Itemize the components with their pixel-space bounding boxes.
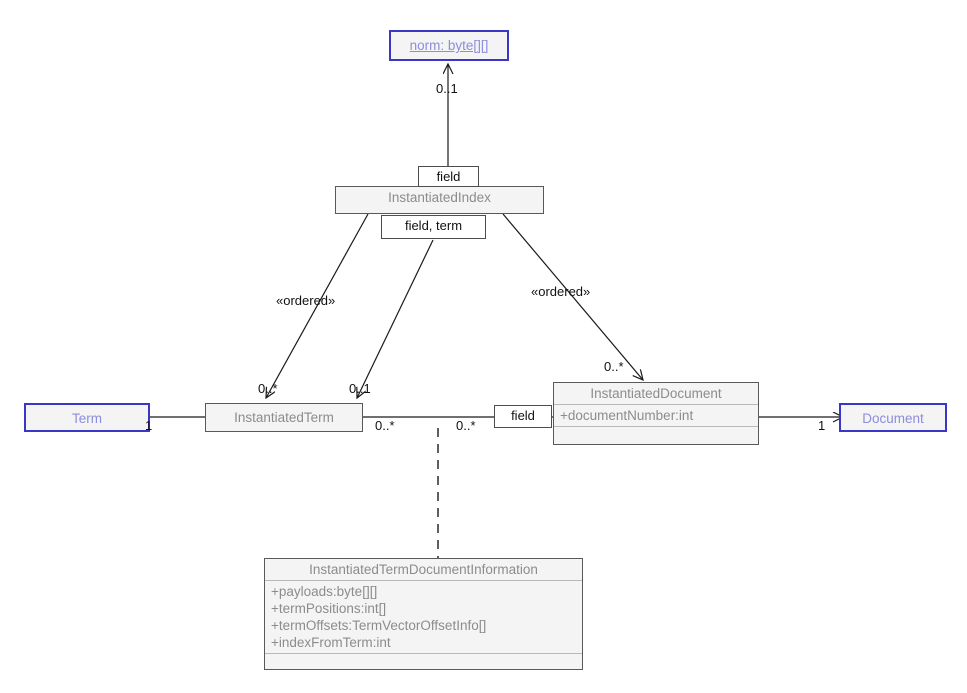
attribute-payloads: +payloads:byte[][] — [271, 584, 378, 599]
multiplicity-assoc-instantiateddocument: 0..* — [456, 418, 476, 433]
class-box-instantiated-index[interactable]: InstantiatedIndex — [335, 186, 544, 214]
class-box-document[interactable]: Document — [839, 403, 947, 432]
edge-index-to-instantiateddocument-ordered — [502, 213, 643, 380]
class-name-instantiated-index: InstantiatedIndex — [388, 190, 491, 205]
multiplicity-norm: 0..1 — [436, 81, 458, 96]
class-operations-instantiated-term-document-information — [265, 654, 582, 666]
attribute-term-offsets: +termOffsets:TermVectorOffsetInfo[] — [271, 618, 487, 633]
class-box-instantiated-document[interactable]: InstantiatedDocument +documentNumber:int — [553, 382, 759, 445]
multiplicity-index-instantiatedterm-qualified: 0..1 — [349, 381, 371, 396]
multiplicity-instantiatedterm-assoc: 0..* — [375, 418, 395, 433]
edge-index-to-instantiatedterm-ordered — [266, 213, 369, 398]
multiplicity-index-instantiateddocument: 0..* — [604, 359, 624, 374]
class-name-term: Term — [72, 411, 102, 426]
multiplicity-term: 1 — [145, 418, 153, 433]
class-box-norm[interactable]: norm: byte[][] — [389, 30, 509, 61]
stereotype-ordered-left: «ordered» — [276, 293, 336, 308]
attribute-document-number: +documentNumber:int — [560, 408, 694, 423]
multiplicity-instantiateddocument-document: 1 — [818, 418, 826, 433]
class-name-document: Document — [862, 411, 924, 426]
qualifier-field-document[interactable]: field — [494, 405, 552, 428]
class-box-term[interactable]: Term — [24, 403, 150, 432]
class-operations-instantiated-document — [554, 427, 758, 439]
attribute-index-from-term: +indexFromTerm:int — [271, 635, 391, 650]
class-attributes-instantiated-term-document-information: +payloads:byte[][] +termPositions:int[] … — [265, 581, 582, 654]
class-name-instantiated-document: InstantiatedDocument — [554, 383, 758, 405]
multiplicity-index-instantiatedterm-ordered: 0..* — [258, 381, 278, 396]
edge-index-to-instantiatedterm-qualified — [357, 239, 434, 398]
attribute-term-positions: +termPositions:int[] — [271, 601, 387, 616]
class-attributes-instantiated-document: +documentNumber:int — [554, 405, 758, 427]
stereotype-ordered-right: «ordered» — [531, 284, 591, 299]
class-name-instantiated-term: InstantiatedTerm — [234, 410, 334, 425]
class-name-norm: norm: byte[][] — [409, 38, 489, 53]
class-name-instantiated-term-document-information: InstantiatedTermDocumentInformation — [265, 559, 582, 581]
qualifier-field-norm[interactable]: field — [418, 166, 479, 187]
qualifier-field-term[interactable]: field, term — [381, 215, 486, 239]
class-box-instantiated-term-document-information[interactable]: InstantiatedTermDocumentInformation +pay… — [264, 558, 583, 670]
class-box-instantiated-term[interactable]: InstantiatedTerm — [205, 403, 363, 432]
